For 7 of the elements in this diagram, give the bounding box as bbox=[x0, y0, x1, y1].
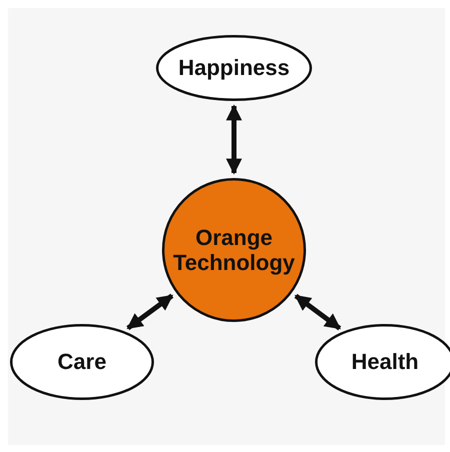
double-arrow bbox=[126, 294, 174, 330]
node-label: Orange Technology bbox=[172, 224, 296, 276]
node-label: Health bbox=[351, 349, 419, 375]
node-label: Happiness bbox=[178, 55, 290, 81]
node-label: Care bbox=[58, 349, 106, 375]
double-arrow bbox=[226, 104, 242, 175]
double-arrow bbox=[294, 294, 342, 330]
